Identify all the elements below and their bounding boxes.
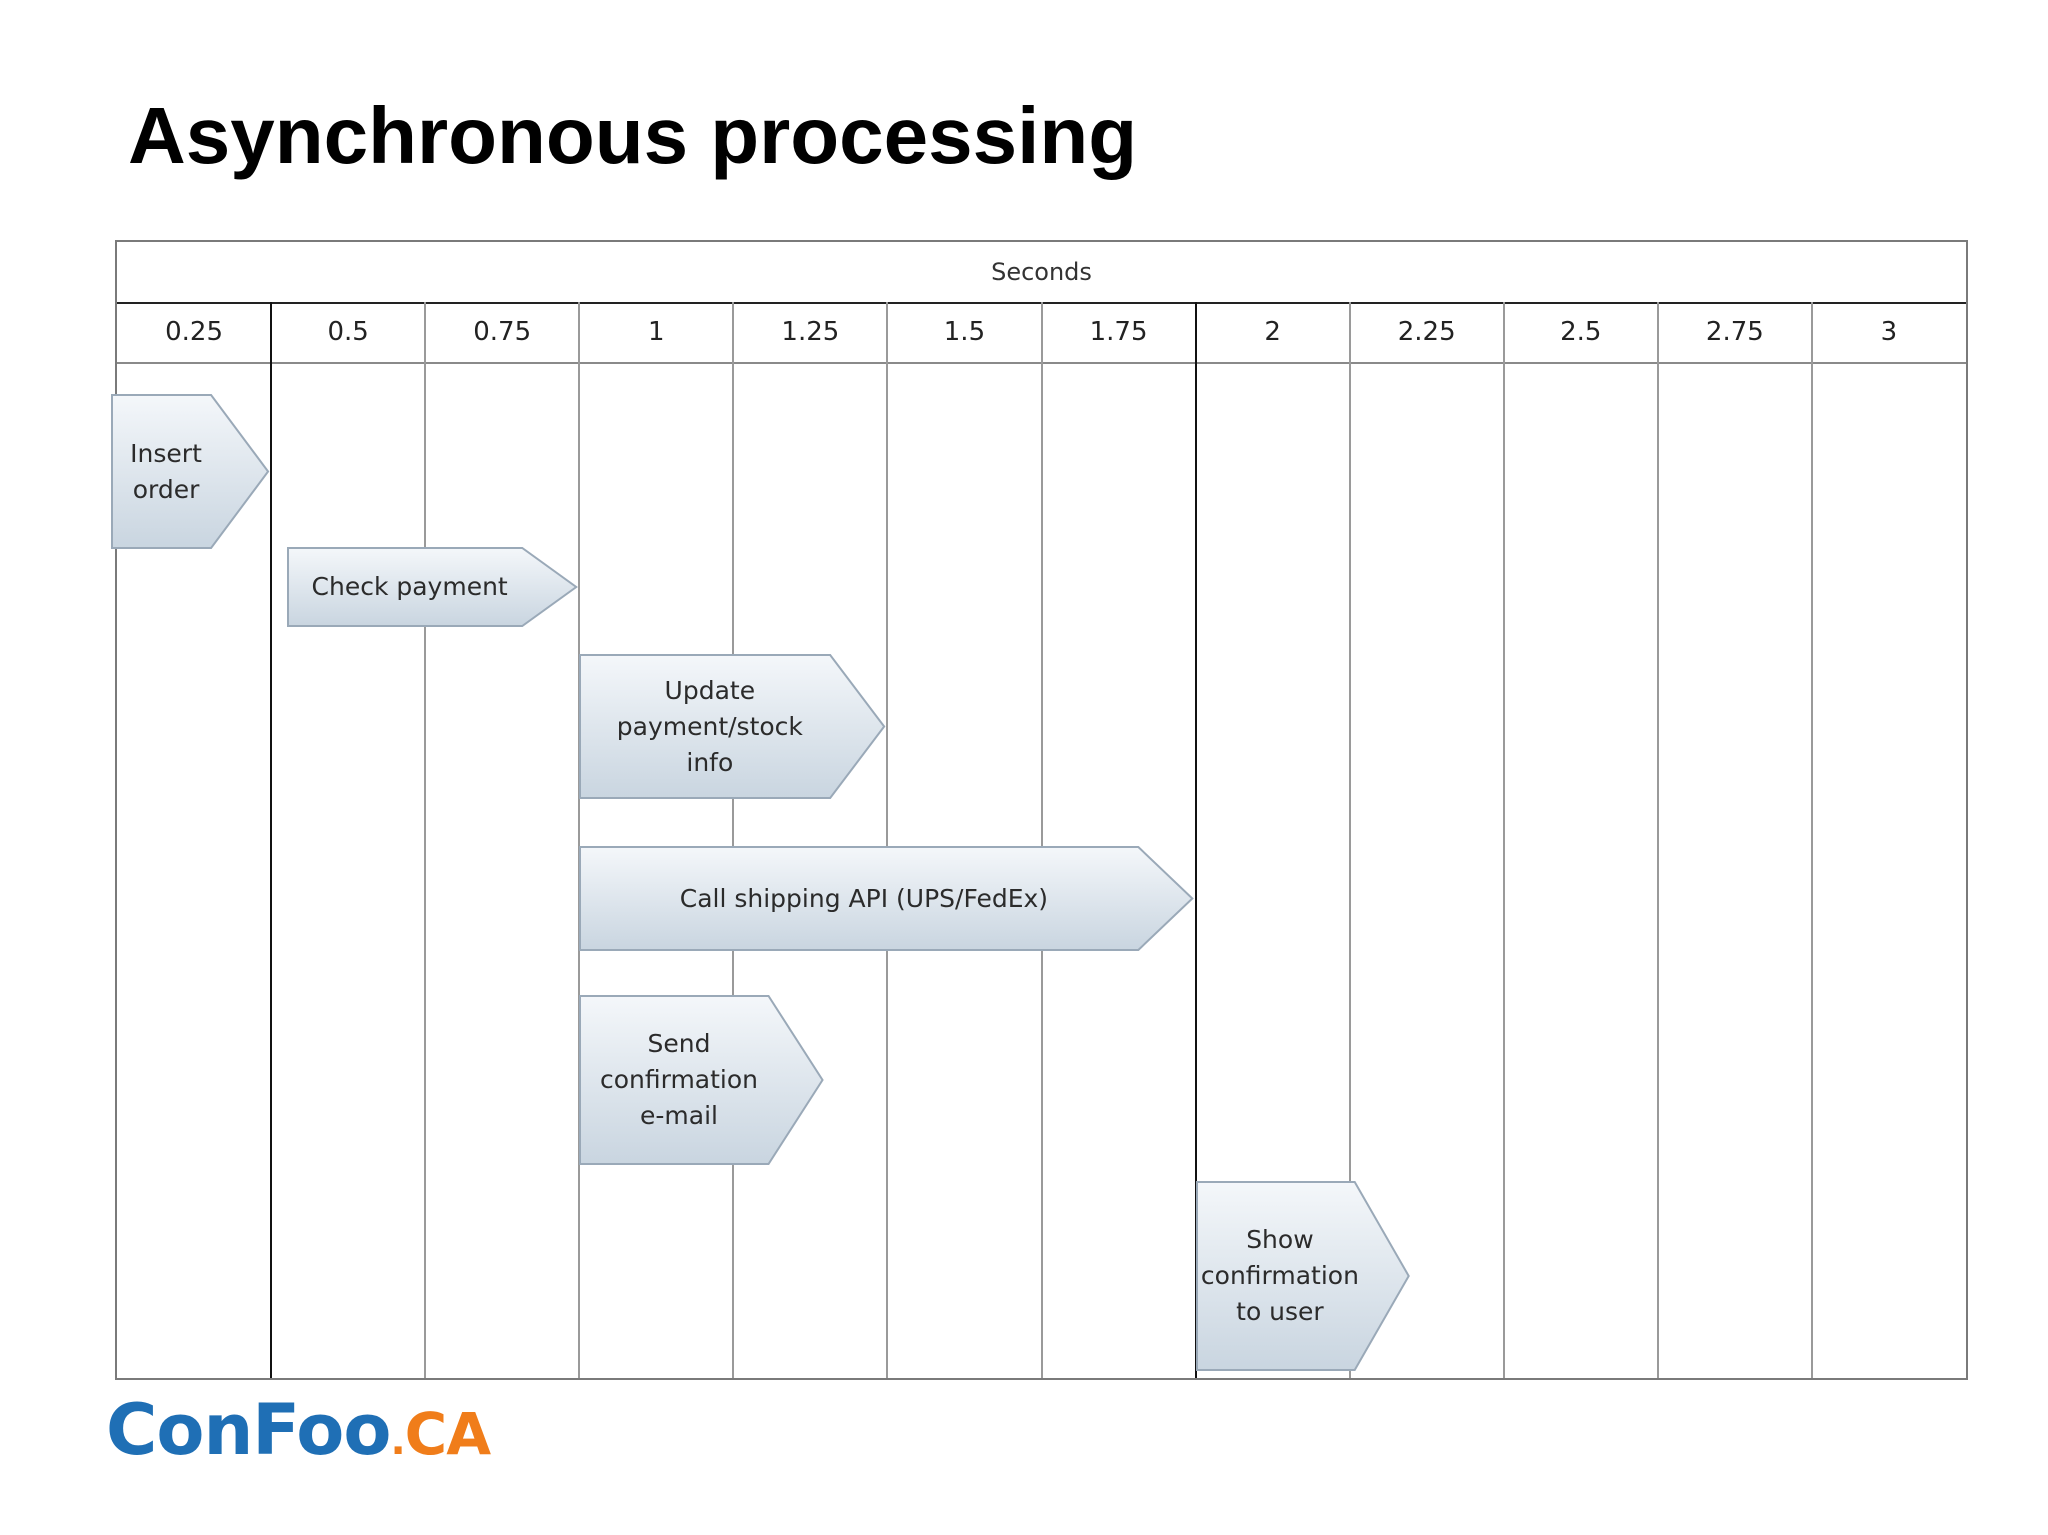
slide-title: Asynchronous processing — [128, 91, 1138, 180]
tick-label: 3 — [1880, 317, 1898, 347]
task-arrow-shape — [579, 654, 886, 799]
task-arrow-shape — [579, 995, 824, 1165]
gridline — [1194, 302, 1197, 1378]
tick-label: 1.25 — [781, 317, 840, 347]
tick-label: 1.75 — [1089, 317, 1148, 347]
tick-row: 0.25 0.5 0.75 1 1.25 1.5 1.75 2 2.25 2.5 2.75 3 — [117, 302, 1966, 364]
task-arrow-shape — [287, 547, 578, 627]
task-arrow: Insert order — [111, 394, 270, 549]
tick-label: 0.75 — [473, 317, 532, 347]
task-label: Insert order — [130, 438, 202, 504]
task-arrow: Check payment — [287, 547, 578, 627]
tick-label: 1.5 — [943, 317, 986, 347]
task-arrow: Update payment/stock info — [579, 654, 886, 799]
tick-label: 0.25 — [165, 317, 223, 347]
tick-label: 2.5 — [1560, 317, 1602, 347]
gridline — [578, 302, 581, 1378]
tick-label: 2 — [1264, 317, 1281, 347]
gridline — [270, 302, 273, 1378]
task-label: Check payment — [311, 572, 508, 601]
task-label: Call shipping API (UPS/FedEx) — [679, 883, 1049, 913]
task-arrow: Call shipping API (UPS/FedEx) — [579, 846, 1195, 951]
gridline — [424, 302, 427, 1378]
gridline — [1040, 302, 1043, 1378]
tick-label: 2.25 — [1397, 317, 1456, 347]
tick-label: 2.75 — [1705, 317, 1764, 347]
gridline — [886, 302, 889, 1378]
task-label: Send confirmation e-mail — [599, 1029, 759, 1130]
gridline — [1810, 302, 1813, 1378]
gridline — [1348, 302, 1351, 1378]
task-arrow: Send confirmation e-mail — [579, 995, 824, 1165]
task-arrow-shape — [111, 394, 270, 549]
task-arrow-shape — [579, 846, 1195, 951]
gridline — [732, 302, 735, 1378]
task-label: Show confirmation to user — [1200, 1225, 1359, 1326]
task-arrow-shape — [1195, 1181, 1410, 1371]
gridline — [1656, 302, 1659, 1378]
tick-label: 0.5 — [327, 317, 369, 347]
task-arrow: Show confirmation to user — [1195, 1181, 1410, 1371]
task-label: Update payment/stock info — [616, 675, 803, 777]
confoo-logo: ConFoo.CA — [106, 1389, 491, 1471]
gridline — [1502, 302, 1505, 1378]
seconds-header: Seconds — [117, 242, 1966, 304]
tick-label: 1 — [648, 317, 665, 347]
timeline-chart: Seconds 0.25 0.5 0.75 1 1.25 1.5 1.75 2 2.25 2.5 2… — [111, 240, 1968, 1380]
